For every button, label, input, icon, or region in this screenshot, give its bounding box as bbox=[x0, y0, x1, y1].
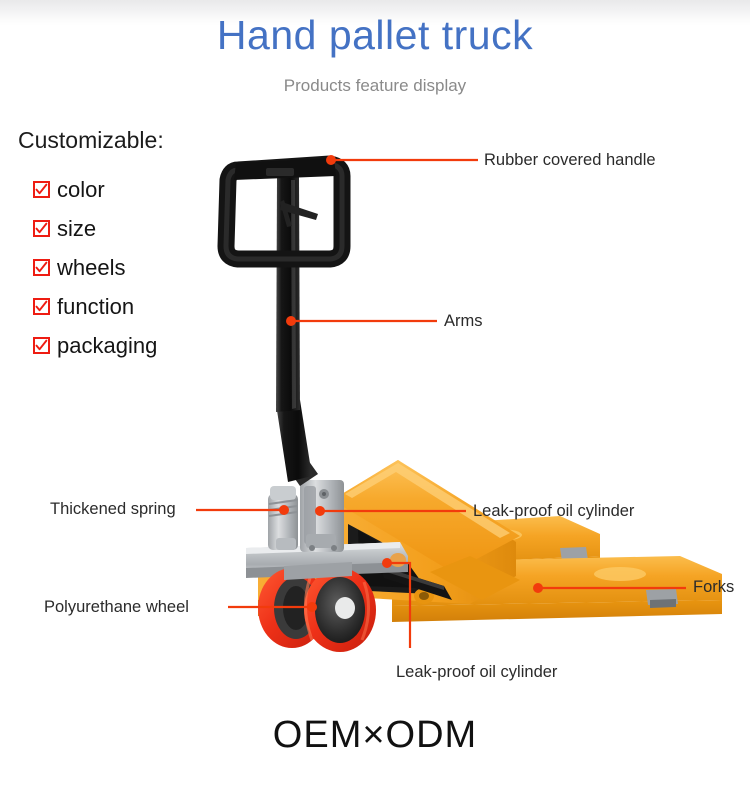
annotation-label-arms: Arms bbox=[444, 312, 483, 330]
checkbox-checked-icon[interactable] bbox=[33, 298, 50, 315]
list-item-label: packaging bbox=[57, 332, 158, 358]
list-item[interactable]: packaging bbox=[33, 326, 253, 365]
top-gradient-band bbox=[0, 0, 750, 26]
checkbox-checked-icon[interactable] bbox=[33, 181, 50, 198]
page-title: Hand pallet truck bbox=[216, 12, 534, 58]
checkbox-checked-icon[interactable] bbox=[33, 337, 50, 354]
annotation-label-thickened-spring: Thickened spring bbox=[50, 500, 176, 518]
customizable-heading: Customizable: bbox=[18, 127, 164, 153]
page-subtitle: Products feature display bbox=[283, 76, 467, 95]
annotation-label-polyurethane-wheel: Polyurethane wheel bbox=[44, 598, 189, 616]
list-item[interactable]: function bbox=[33, 287, 253, 326]
customizable-checklist: color size wheels function packaging bbox=[33, 170, 253, 365]
checkbox-checked-icon[interactable] bbox=[33, 220, 50, 237]
annotation-label-leak-proof-oil-cylinder-lower: Leak-proof oil cylinder bbox=[396, 663, 558, 681]
list-item[interactable]: wheels bbox=[33, 248, 253, 287]
list-item-label: wheels bbox=[57, 254, 126, 280]
list-item-label: function bbox=[57, 293, 135, 319]
rubber-covered-handle bbox=[217, 155, 351, 268]
annotation-label-leak-proof-oil-cylinder-upper: Leak-proof oil cylinder bbox=[473, 502, 635, 520]
oem-odm-footer: OEM×ODM bbox=[272, 714, 478, 756]
polyurethane-wheels bbox=[258, 562, 376, 652]
list-item-label: color bbox=[57, 176, 105, 202]
list-item-label: size bbox=[57, 215, 97, 241]
steer-arm bbox=[276, 176, 312, 482]
checkbox-checked-icon[interactable] bbox=[33, 259, 50, 276]
annotation-label-forks: Forks bbox=[693, 578, 735, 596]
annotation-label-rubber-covered-handle: Rubber covered handle bbox=[484, 151, 656, 169]
list-item[interactable]: color bbox=[33, 170, 253, 209]
list-item[interactable]: size bbox=[33, 209, 253, 248]
